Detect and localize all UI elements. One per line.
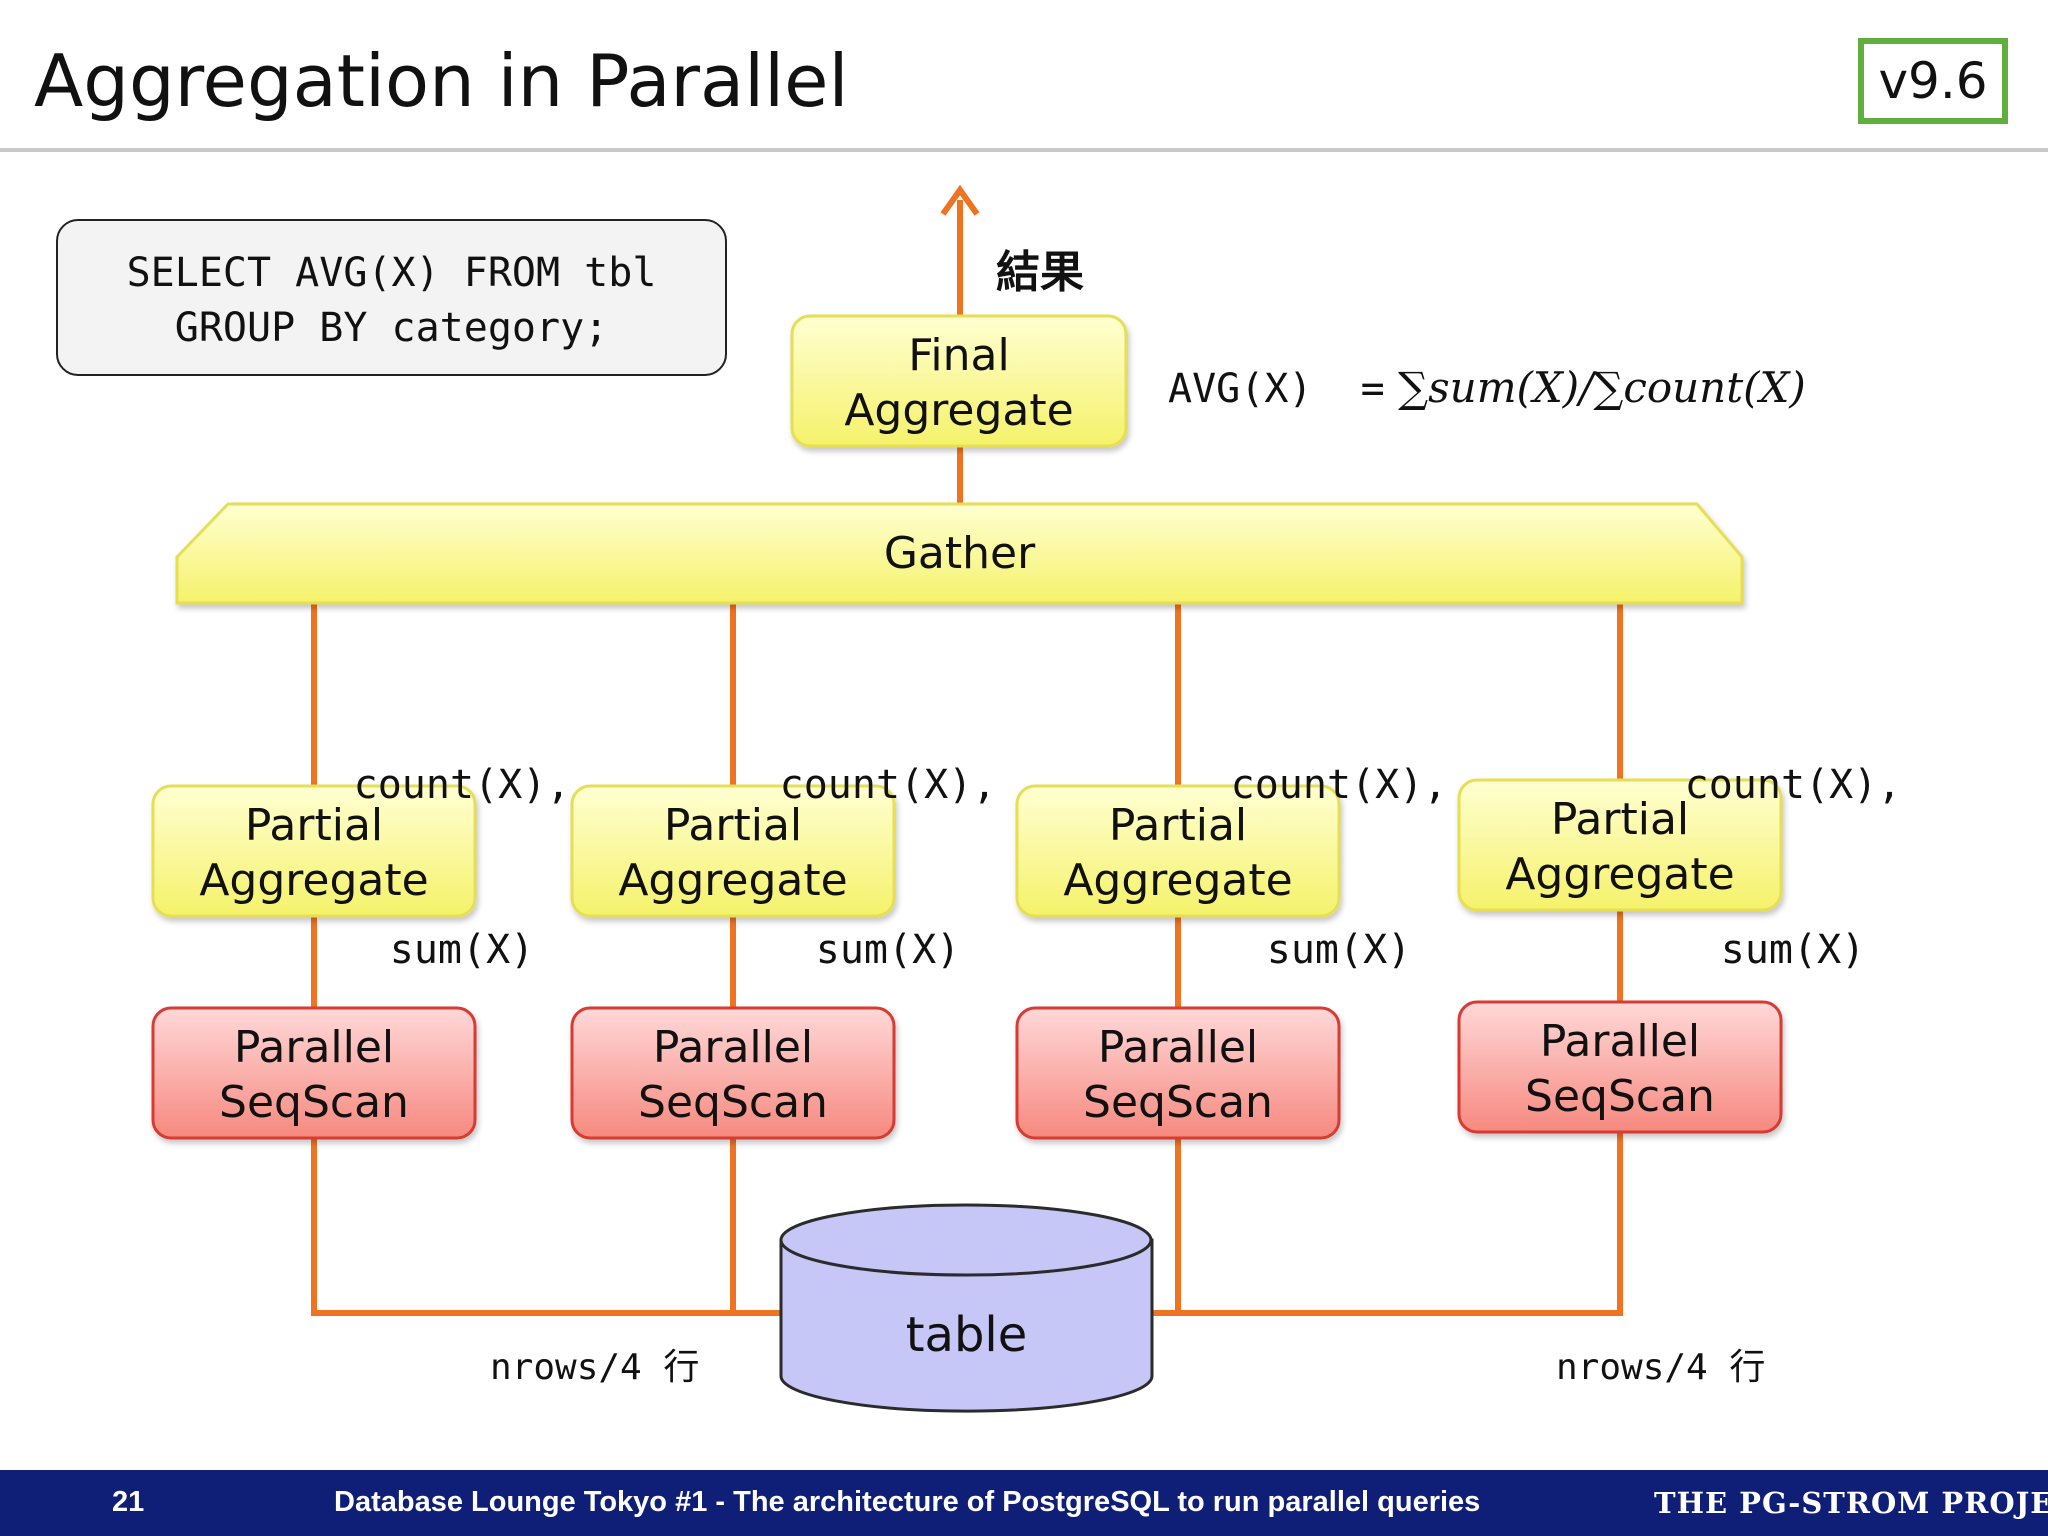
seqscan-line-2: SeqScan [1525, 1071, 1715, 1122]
partial-aggregate-line-1: Partial [663, 800, 803, 851]
version-badge: v9.6 [1858, 38, 2008, 124]
partial-aggregate-line-2: Aggregate [618, 855, 848, 906]
final-aggregate-line-2: Aggregate [844, 385, 1074, 436]
footer-bar: 21 Database Lounge Tokyo #1 - The archit… [0, 1470, 2048, 1536]
partial-aggregate-line-2: Aggregate [199, 855, 429, 906]
final-aggregate-node [790, 314, 1128, 448]
sql-line-2: GROUP BY category; [174, 305, 609, 351]
seqscan-line-1: Parallel [1539, 1016, 1701, 1067]
partial-output-line-2: sum(X) [389, 927, 535, 973]
avg-formula: AVG(X) = ∑sum(X)/∑count(X) [1168, 362, 1806, 417]
title-divider [0, 148, 2048, 152]
parallel-seqscan-label-4: Parallel SeqScan [1459, 1014, 1781, 1124]
partial-aggregate-label-3: Partial Aggregate [1017, 798, 1339, 908]
partial-output-line-1: count(X), [779, 762, 997, 808]
project-logo-text: THE PG-STROM PROJECT [1654, 1486, 2048, 1520]
seqscan-line-2: SeqScan [638, 1077, 828, 1128]
table-label: table [905, 1307, 1028, 1363]
seqscan-line-2: SeqScan [219, 1077, 409, 1128]
result-arrowhead [940, 184, 980, 216]
formula-lhs: AVG(X) = [1168, 366, 1385, 412]
partial-aggregate-node-3 [1015, 784, 1341, 918]
partial-aggregate-line-2: Aggregate [1063, 855, 1293, 906]
table-cylinder-icon [779, 1203, 1154, 1413]
partial-output-line-2: sum(X) [815, 927, 961, 973]
parallel-seqscan-label-2: Parallel SeqScan [572, 1020, 894, 1130]
sql-query-box: SELECT AVG(X) FROM tbl GROUP BY category… [56, 219, 727, 376]
page-number: 21 [112, 1486, 145, 1518]
partial-aggregate-node-2 [570, 784, 896, 918]
partial-aggregate-line-1: Partial [244, 800, 384, 851]
result-label: 結果 [996, 247, 1084, 298]
slide-title: Aggregation in Parallel [34, 39, 849, 123]
sql-line-1: SELECT AVG(X) FROM tbl [126, 250, 657, 296]
partial-aggregate-line-2: Aggregate [1505, 849, 1735, 900]
partial-aggregate-line-1: Partial [1108, 800, 1248, 851]
partial-output-line-1: count(X), [353, 762, 571, 808]
rows-label-left: nrows/4 行 [490, 1347, 700, 1388]
partial-aggregate-node-1 [151, 784, 477, 918]
parallel-seqscan-label-1: Parallel SeqScan [153, 1020, 475, 1130]
talk-title: Database Lounge Tokyo #1 - The architect… [334, 1486, 1481, 1518]
rows-label-right: nrows/4 行 [1556, 1347, 1766, 1388]
parallel-seqscan-label-3: Parallel SeqScan [1017, 1020, 1339, 1130]
partial-output-label-3: count(X), sum(X) [1229, 648, 1449, 1033]
gather-node [175, 502, 1744, 605]
partial-output-line-2: sum(X) [1266, 927, 1412, 973]
partial-output-label-1: count(X), sum(X) [352, 648, 572, 1033]
seqscan-line-1: Parallel [1097, 1022, 1259, 1073]
partial-output-line-1: count(X), [1230, 762, 1448, 808]
final-aggregate-label: Final Aggregate [792, 328, 1126, 438]
partial-output-line-1: count(X), [1684, 762, 1902, 808]
partial-output-label-4: count(X), sum(X) [1683, 648, 1903, 1033]
formula-rhs: ∑sum(X)/∑count(X) [1398, 363, 1806, 412]
seqscan-line-2: SeqScan [1083, 1077, 1273, 1128]
connector-lines [311, 184, 1623, 1316]
partial-aggregate-label-2: Partial Aggregate [572, 798, 894, 908]
parallel-seqscan-node-2 [570, 1006, 896, 1140]
partial-aggregate-label-1: Partial Aggregate [153, 798, 475, 908]
gather-label: Gather [883, 528, 1036, 579]
parallel-seqscan-node-3 [1015, 1006, 1341, 1140]
partial-output-line-2: sum(X) [1720, 927, 1866, 973]
partial-aggregate-label-4: Partial Aggregate [1459, 792, 1781, 902]
parallel-seqscan-node-4 [1457, 1000, 1783, 1134]
partial-aggregate-node-4 [1457, 778, 1783, 912]
seqscan-line-1: Parallel [652, 1022, 814, 1073]
parallel-seqscan-node-1 [151, 1006, 477, 1140]
partial-output-label-2: count(X), sum(X) [778, 648, 998, 1033]
final-aggregate-line-1: Final [908, 330, 1010, 381]
seqscan-line-1: Parallel [233, 1022, 395, 1073]
partial-aggregate-line-1: Partial [1550, 794, 1690, 845]
